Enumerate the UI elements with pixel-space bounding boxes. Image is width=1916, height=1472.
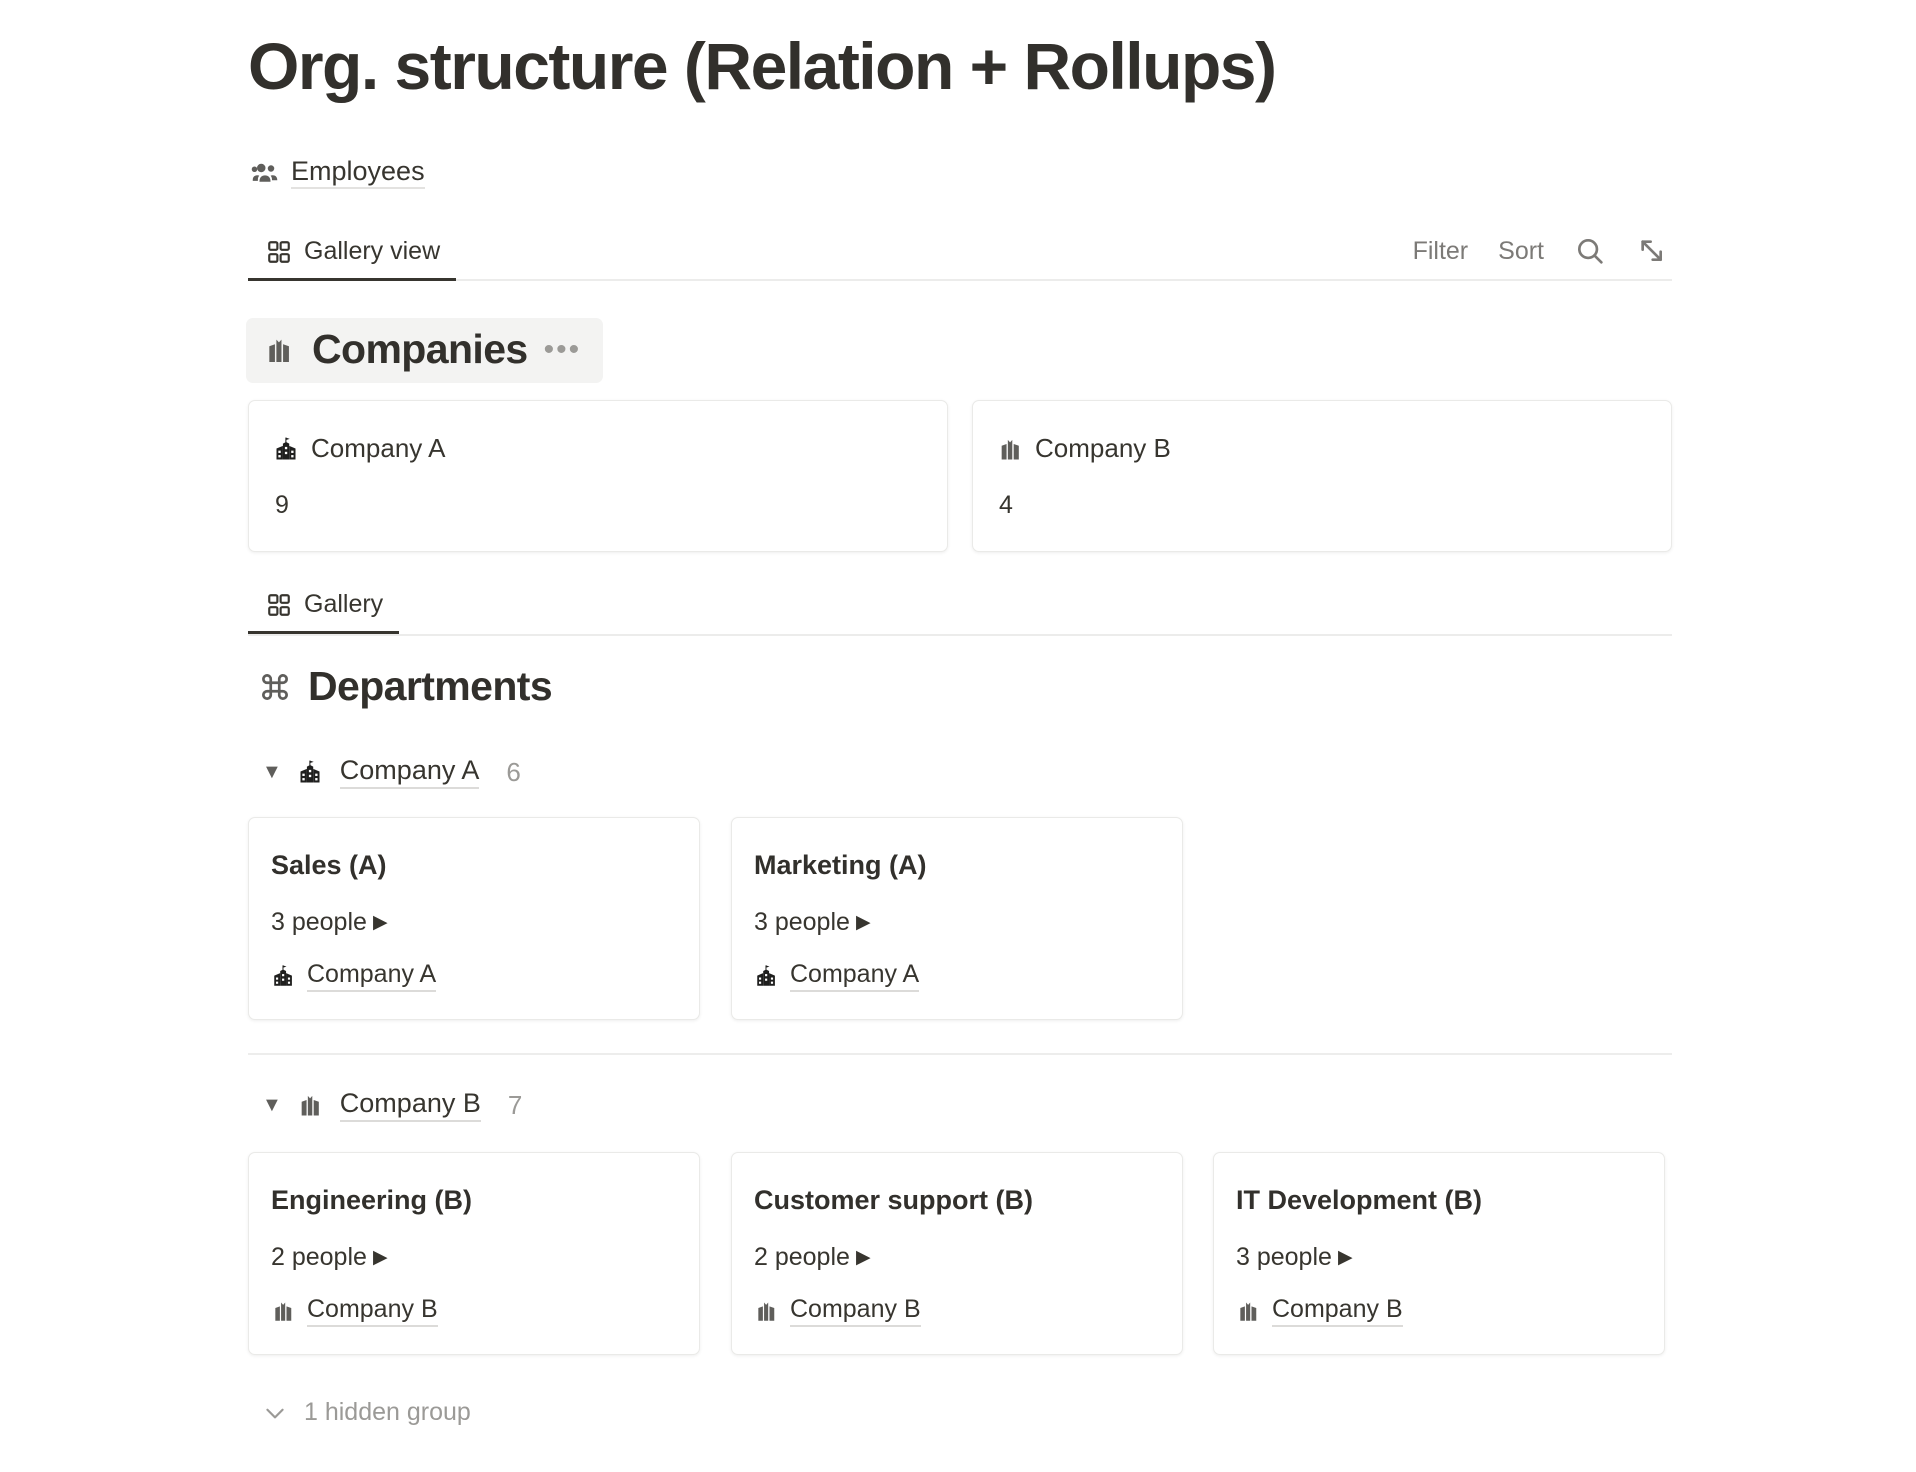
view-bar-actions: Filter Sort bbox=[1413, 225, 1668, 277]
department-people-count: 2 people bbox=[271, 1243, 367, 1271]
group-divider bbox=[248, 1053, 1672, 1055]
group-header-company-a[interactable]: ▼ Company A 6 bbox=[262, 755, 521, 789]
breadcrumb[interactable]: Employees bbox=[250, 155, 425, 191]
department-people-row: 2 people ▶ bbox=[754, 1243, 871, 1272]
company-card-value: 4 bbox=[999, 491, 1013, 519]
view-bar: Gallery view Filter Sort bbox=[248, 225, 1672, 281]
triangle-right-icon[interactable]: ▶ bbox=[1337, 1247, 1353, 1268]
department-card[interactable]: Marketing (A) 3 people ▶ bbox=[731, 817, 1183, 1020]
breadcrumb-label: Employees bbox=[291, 157, 425, 190]
companies-section-header[interactable]: Companies ••• bbox=[246, 318, 604, 383]
school-building-icon bbox=[297, 758, 325, 786]
departments-view-bar: Gallery bbox=[248, 578, 1672, 636]
department-people-count: 3 people bbox=[271, 908, 367, 936]
school-building-icon bbox=[271, 963, 297, 989]
triangle-right-icon[interactable]: ▶ bbox=[372, 912, 388, 933]
group-name[interactable]: Company A bbox=[339, 755, 480, 789]
department-card-title: IT Development (B) bbox=[1236, 1185, 1483, 1215]
company-card-title: Company B bbox=[1035, 433, 1171, 463]
relation-label: Company A bbox=[790, 960, 920, 992]
departments-section-header[interactable]: Departments bbox=[258, 663, 553, 710]
department-card-title: Engineering (B) bbox=[271, 1185, 472, 1215]
department-company-relation[interactable]: Company A bbox=[271, 960, 437, 992]
triangle-right-icon[interactable]: ▶ bbox=[855, 912, 871, 933]
department-people-count: 3 people bbox=[754, 908, 850, 936]
gallery-grid-icon bbox=[266, 239, 292, 265]
company-card-title-row: Company A bbox=[273, 433, 445, 464]
departments-title: Departments bbox=[308, 663, 553, 709]
department-company-relation[interactable]: Company B bbox=[1236, 1295, 1403, 1327]
department-company-relation[interactable]: Company B bbox=[271, 1295, 438, 1327]
department-card[interactable]: IT Development (B) 3 people ▶ Company B bbox=[1213, 1152, 1665, 1355]
department-people-row: 2 people ▶ bbox=[271, 1243, 388, 1272]
school-building-icon bbox=[273, 435, 301, 463]
relation-label: Company B bbox=[307, 1295, 438, 1327]
triangle-down-icon[interactable]: ▼ bbox=[262, 1094, 282, 1116]
group-count: 6 bbox=[506, 756, 521, 787]
department-people-row: 3 people ▶ bbox=[1236, 1243, 1353, 1272]
city-buildings-icon bbox=[264, 334, 296, 366]
relation-label: Company A bbox=[307, 960, 437, 992]
city-buildings-icon bbox=[754, 1298, 780, 1324]
city-buildings-icon bbox=[997, 435, 1025, 463]
tab-gallery-label: Gallery bbox=[304, 590, 384, 618]
search-icon[interactable] bbox=[1574, 235, 1606, 267]
command-loop-icon bbox=[258, 670, 292, 704]
group-header-company-b[interactable]: ▼ Company B 7 bbox=[262, 1088, 522, 1122]
triangle-right-icon[interactable]: ▶ bbox=[372, 1247, 388, 1268]
tab-gallery-view[interactable]: Gallery view bbox=[248, 225, 457, 281]
hidden-group-toggle[interactable]: 1 hidden group bbox=[262, 1398, 471, 1427]
department-people-row: 3 people ▶ bbox=[754, 908, 871, 937]
filter-button[interactable]: Filter bbox=[1412, 236, 1469, 265]
gallery-grid-icon bbox=[266, 592, 292, 618]
department-card-title: Sales (A) bbox=[271, 850, 387, 880]
department-card[interactable]: Engineering (B) 2 people ▶ Company B bbox=[248, 1152, 700, 1355]
tab-gallery-view-label: Gallery view bbox=[304, 237, 441, 265]
city-buildings-icon bbox=[271, 1298, 297, 1324]
triangle-right-icon[interactable]: ▶ bbox=[855, 1247, 871, 1268]
relation-label: Company B bbox=[790, 1295, 921, 1327]
page-title: Org. structure (Relation + Rollups) bbox=[248, 29, 1277, 103]
city-buildings-icon bbox=[297, 1091, 325, 1119]
department-card-title: Marketing (A) bbox=[754, 850, 927, 880]
relation-label: Company B bbox=[1272, 1295, 1403, 1327]
group-count: 7 bbox=[507, 1089, 523, 1120]
department-people-count: 2 people bbox=[754, 1243, 850, 1271]
department-people-count: 3 people bbox=[1236, 1243, 1332, 1271]
companies-more-icon[interactable]: ••• bbox=[543, 333, 582, 366]
group-name[interactable]: Company B bbox=[339, 1088, 481, 1122]
triangle-down-icon[interactable]: ▼ bbox=[262, 761, 282, 783]
company-card-title: Company A bbox=[311, 433, 446, 463]
chevron-down-icon[interactable] bbox=[262, 1400, 288, 1426]
department-card[interactable]: Customer support (B) 2 people ▶ Company … bbox=[731, 1152, 1183, 1355]
sort-button[interactable]: Sort bbox=[1498, 236, 1544, 265]
people-icon bbox=[250, 158, 280, 188]
company-card-value: 9 bbox=[275, 491, 289, 519]
department-people-row: 3 people ▶ bbox=[271, 908, 388, 937]
company-card[interactable]: Company A 9 bbox=[248, 400, 948, 552]
department-card-title: Customer support (B) bbox=[754, 1185, 1033, 1215]
department-company-relation[interactable]: Company B bbox=[754, 1295, 921, 1327]
city-buildings-icon bbox=[1236, 1298, 1262, 1324]
department-card[interactable]: Sales (A) 3 people ▶ bbox=[248, 817, 700, 1020]
school-building-icon bbox=[754, 963, 780, 989]
company-card-title-row: Company B bbox=[997, 433, 1171, 464]
company-card[interactable]: Company B 4 bbox=[972, 400, 1672, 552]
hidden-group-label: 1 hidden group bbox=[304, 1398, 471, 1426]
companies-title: Companies bbox=[312, 326, 528, 372]
tab-gallery[interactable]: Gallery bbox=[248, 578, 400, 634]
department-company-relation[interactable]: Company A bbox=[754, 960, 920, 992]
expand-arrows-icon[interactable] bbox=[1636, 235, 1668, 267]
